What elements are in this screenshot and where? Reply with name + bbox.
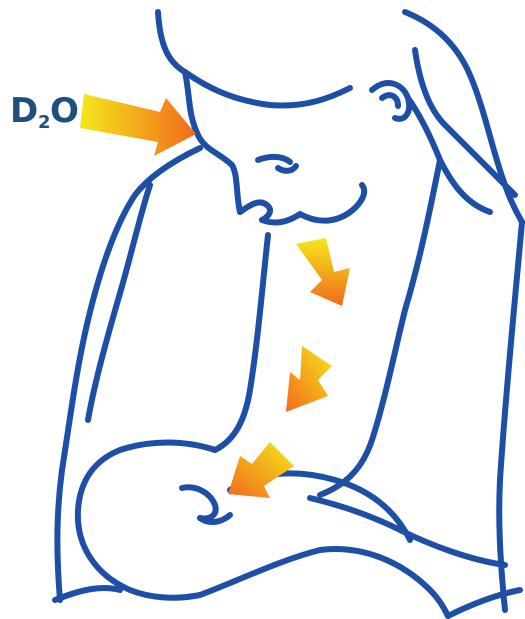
mother-ear [372,83,409,119]
mother-right-arm [310,498,505,565]
mother-eyelid [278,166,296,171]
mother-lap-right [448,590,520,616]
arrow-icon-down-2 [286,346,332,412]
label-main: D [10,91,38,131]
label-subscript: 2 [38,112,51,133]
mother-eye [258,157,290,162]
mother-torso-right [320,160,440,495]
d2o-label: D 2 O [10,91,79,133]
mother-torso-left [215,235,268,450]
figure-outline [55,12,522,616]
mother-chin [300,185,364,221]
mother-ear-inner [382,95,398,106]
arrow-icon-to-baby [228,442,294,498]
baby-body [200,549,448,616]
baby-head [78,443,215,598]
baby-face [182,487,216,518]
label-suffix: O [50,91,79,131]
mother-lap-left [55,588,120,600]
arrow-icon-intake [80,94,196,156]
arrow-icon-down-1 [296,238,350,306]
mother-nose [240,202,270,220]
mother-right-side [499,222,522,610]
mother-face-profile [185,72,240,212]
